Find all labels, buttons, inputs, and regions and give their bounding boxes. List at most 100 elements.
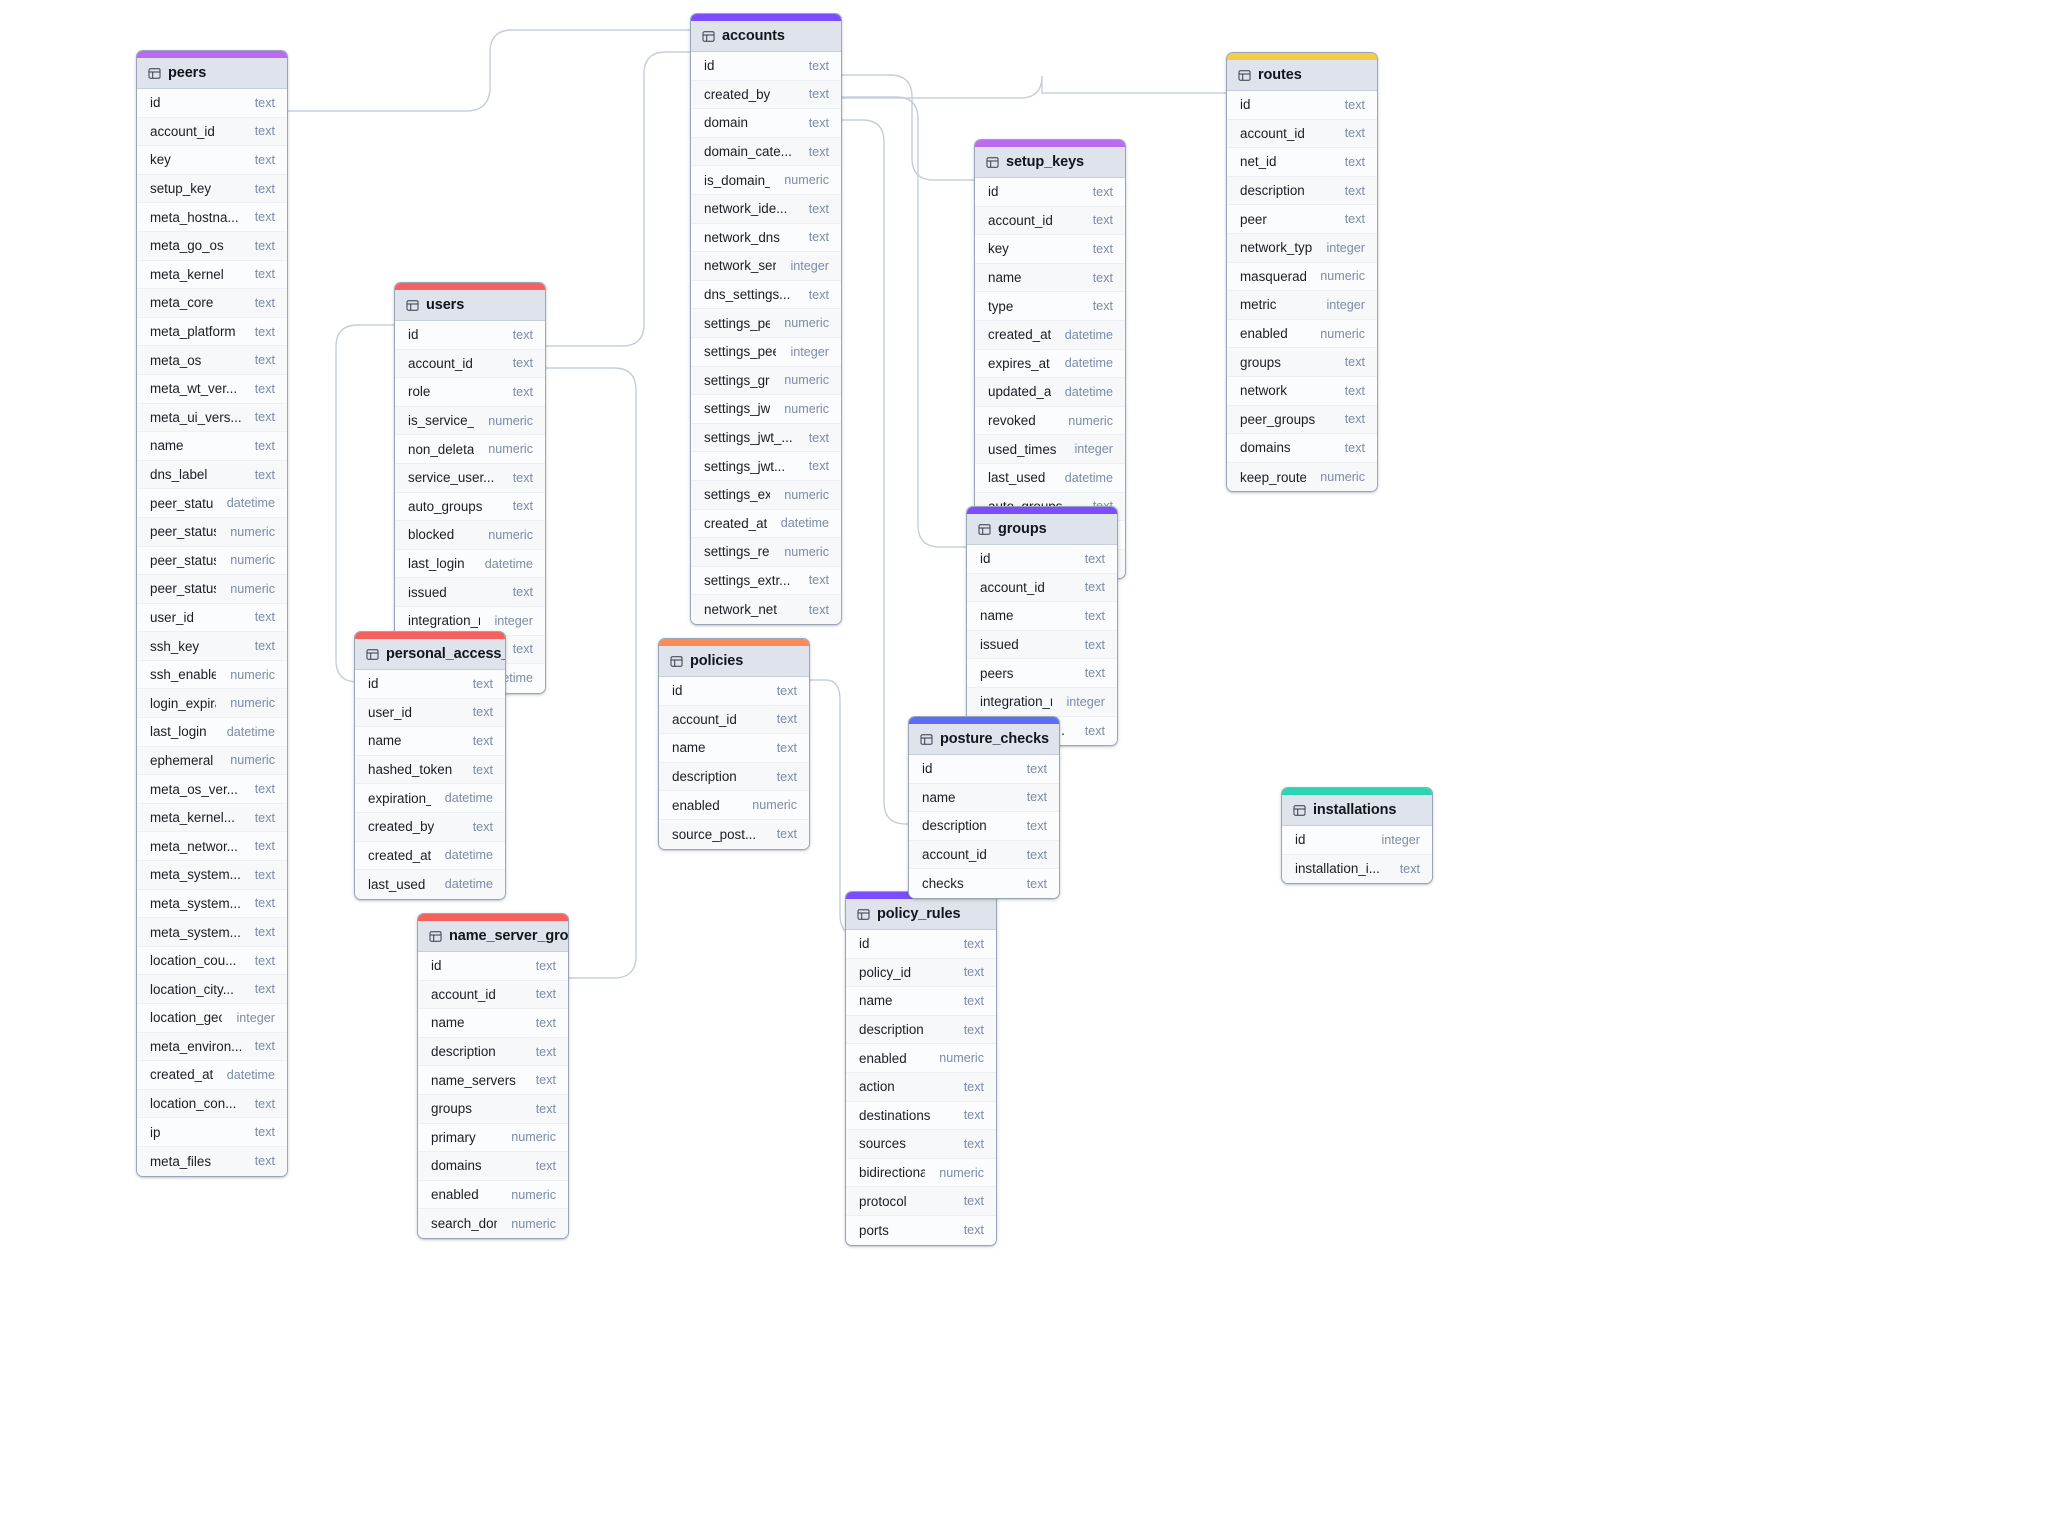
table-row[interactable]: settings_reg...numeric: [691, 538, 841, 567]
table-row[interactable]: peer_status_...numeric: [137, 575, 287, 604]
table-row[interactable]: dns_settings...text: [691, 280, 841, 310]
table-header-routes[interactable]: routes: [1227, 60, 1377, 91]
table-row[interactable]: meta_os_ver...text: [137, 775, 287, 804]
table-row[interactable]: settings_jwt...text: [691, 452, 841, 481]
table-row[interactable]: network_serialinteger: [691, 252, 841, 281]
table-row[interactable]: meta_system...text: [137, 861, 287, 890]
table-row[interactable]: meta_networ...text: [137, 832, 287, 862]
table-header-users[interactable]: users: [395, 290, 545, 321]
table-row[interactable]: integration_r...integer: [967, 687, 1117, 717]
table-row[interactable]: non_deletablenumeric: [395, 435, 545, 464]
table-node-personal_access_tokens[interactable]: personal_access_tokensidtextuser_idtextn…: [354, 631, 506, 900]
table-header-name_server_groups[interactable]: name_server_groups: [418, 921, 568, 952]
table-row[interactable]: expiration_da...datetime: [355, 784, 505, 813]
table-header-personal_access_tokens[interactable]: personal_access_tokens: [355, 639, 505, 670]
table-row[interactable]: settings_gro...numeric: [691, 366, 841, 396]
table-row[interactable]: meta_hostna...text: [137, 203, 287, 232]
table-header-setup_keys[interactable]: setup_keys: [975, 147, 1125, 178]
table-row[interactable]: network_ide...text: [691, 194, 841, 224]
table-header-posture_checks[interactable]: posture_checks: [909, 724, 1059, 755]
table-row[interactable]: settings_extr...text: [691, 566, 841, 596]
table-row[interactable]: integration_r...integer: [395, 606, 545, 636]
table-row[interactable]: meta_system...text: [137, 889, 287, 919]
table-row[interactable]: settings_pee...numeric: [691, 309, 841, 338]
table-row[interactable]: meta_ui_vers...text: [137, 403, 287, 433]
table-row[interactable]: meta_kernel...text: [137, 803, 287, 833]
table-row[interactable]: settings_jwt_...numeric: [691, 395, 841, 424]
table-row[interactable]: location_geo...integer: [137, 1004, 287, 1033]
table-row[interactable]: settings_pee...integer: [691, 337, 841, 367]
table-row[interactable]: settings_jwt_...text: [691, 423, 841, 453]
table-row[interactable]: service_user...text: [395, 463, 545, 493]
table-row[interactable]: meta_system...text: [137, 918, 287, 947]
